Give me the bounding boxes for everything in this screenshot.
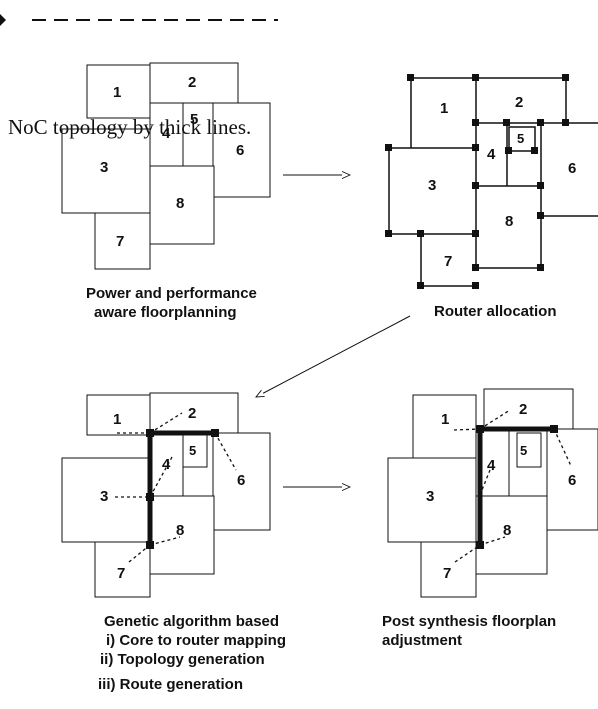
ps-label-6: 6 [568, 472, 576, 489]
router-label-1: 1 [440, 100, 448, 117]
block-8 [149, 165, 215, 245]
ga-block-6 [212, 432, 271, 531]
router-label-7: 7 [444, 253, 452, 270]
genetic-nodes [146, 429, 219, 549]
router-label-6: 6 [568, 160, 576, 177]
ps-label-3: 3 [426, 488, 434, 505]
block-1 [86, 64, 151, 119]
ps-label-7: 7 [443, 565, 451, 582]
floorplanning-caption-line-1: Power and performance [86, 285, 257, 302]
ga-block-1 [86, 394, 151, 436]
genetic-panel [61, 392, 271, 598]
post-synthesis-caption-line-1: Post synthesis floorplan [382, 613, 557, 630]
post-synthesis-caption-line-2: adjustment [382, 632, 463, 649]
floorplan-panel [61, 62, 271, 270]
genetic-caption-line-1: Genetic algorithm based [104, 613, 280, 630]
genetic-caption-line-2: i) Core to router mapping [106, 632, 286, 649]
label-1: 1 [113, 84, 121, 101]
label-2: 2 [188, 74, 196, 91]
ga-block-7 [94, 541, 151, 598]
router-label-2: 2 [515, 94, 523, 111]
router-panel [388, 77, 598, 287]
block-5 [182, 102, 214, 167]
floorplan-labels: 1 2 3 4 5 6 7 8 [100, 74, 244, 250]
ps-label-4: 4 [487, 457, 496, 474]
ps-block-8 [475, 495, 548, 575]
ps-label-2: 2 [519, 401, 527, 418]
label-4: 4 [162, 125, 171, 142]
router-label-5: 5 [517, 131, 524, 146]
label-5: 5 [190, 111, 198, 128]
router-labels: 1 2 3 4 5 6 7 8 [428, 94, 576, 270]
post-synthesis-labels: 1 2 3 4 5 6 7 8 [426, 401, 576, 582]
ga-label-6: 6 [237, 472, 245, 489]
post-synthesis-nodes [476, 425, 558, 549]
router-allocation-caption: Router allocation [434, 303, 557, 320]
ps-label-8: 8 [503, 522, 511, 539]
ps-block-2 [483, 388, 574, 430]
router-label-8: 8 [505, 213, 513, 230]
legend-line [0, 14, 278, 26]
block-2 [149, 62, 239, 104]
genetic-algorithm-caption: Genetic algorithm based i) Core to route… [98, 612, 286, 694]
ga-block-2 [149, 392, 239, 434]
genetic-labels: 1 2 3 4 5 6 7 8 [100, 405, 245, 582]
post-synthesis-panel [387, 388, 598, 598]
ps-block-6 [546, 428, 598, 531]
ga-label-5: 5 [189, 443, 196, 458]
ga-label-8: 8 [176, 522, 184, 539]
arrow-to-genetic-algorithm [256, 315, 411, 397]
label-6: 6 [236, 142, 244, 159]
ps-block-7 [420, 541, 477, 598]
ga-block-8 [149, 495, 215, 575]
label-8: 8 [176, 195, 184, 212]
ga-label-7: 7 [117, 565, 125, 582]
genetic-topology [115, 412, 237, 563]
block-7 [94, 212, 151, 270]
genetic-caption-line-3: ii) Topology generation [100, 651, 265, 668]
label-3: 3 [100, 159, 108, 176]
ga-label-2: 2 [188, 405, 196, 422]
ga-label-3: 3 [100, 488, 108, 505]
ga-label-1: 1 [113, 411, 121, 428]
router-nodes [385, 74, 569, 289]
ps-label-5: 5 [520, 443, 527, 458]
block-3 [61, 128, 151, 214]
router-label-3: 3 [428, 177, 436, 194]
floorplanning-caption: Power and performance aware floorplannin… [86, 284, 257, 322]
label-7: 7 [116, 233, 124, 250]
post-synthesis-caption: Post synthesis floorplan adjustment [382, 612, 556, 650]
post-synthesis-topology [453, 409, 572, 563]
block-4 [149, 102, 184, 167]
genetic-caption-line-4: iii) Route generation [98, 676, 244, 693]
ps-label-1: 1 [441, 411, 449, 428]
ga-label-4: 4 [162, 456, 171, 473]
router-label-4: 4 [487, 146, 496, 163]
topology-note: NoC topology by thick lines. [8, 115, 252, 139]
floorplanning-caption-line-2: aware floorplanning [94, 304, 237, 321]
